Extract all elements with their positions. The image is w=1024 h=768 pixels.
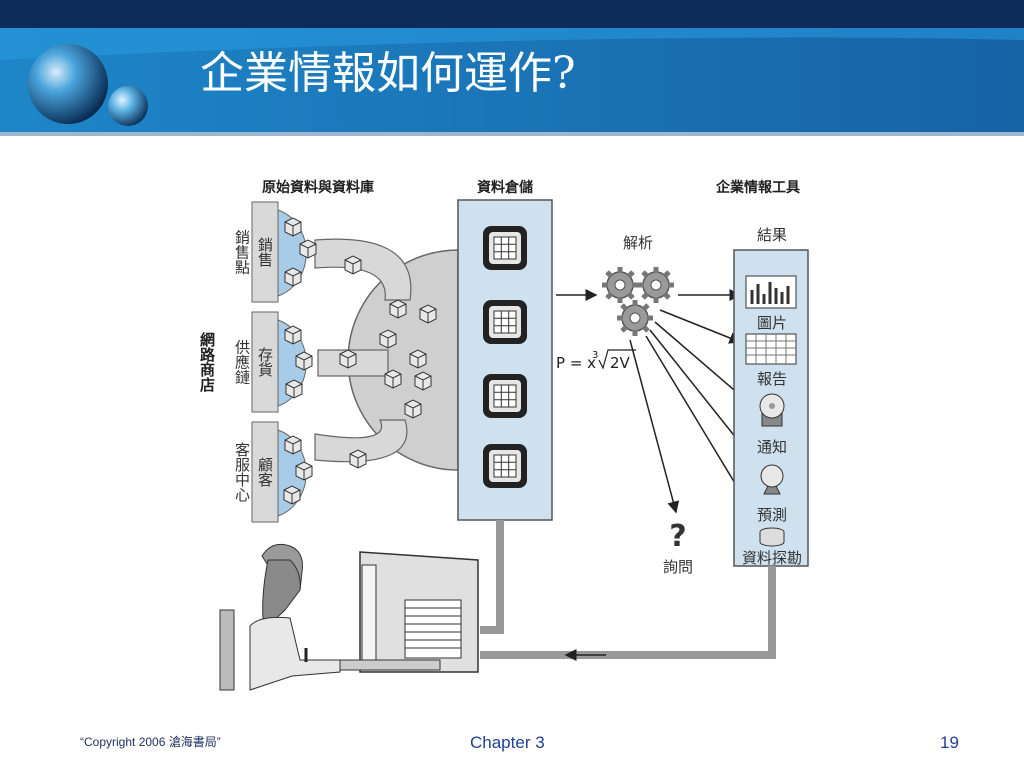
flow-arrow [659, 309, 742, 344]
formula-lhs: P = x [556, 354, 596, 372]
bar-chart-icon [745, 275, 797, 309]
warehouse-db-icon [482, 373, 528, 419]
header-banner: 企業情報如何運作? [0, 0, 1024, 140]
results-label: 結果 [757, 226, 787, 244]
warehouse-link-pipe [480, 520, 504, 634]
warehouse-db-icon [482, 443, 528, 489]
globe-orb-large [28, 44, 108, 124]
header-swoosh [0, 28, 1024, 60]
user-person-illustration [219, 543, 341, 691]
flow-arrow [629, 339, 680, 514]
output-mining-label: 資料探勘 [742, 549, 802, 567]
source-outer-label: 銷售點 [233, 230, 251, 275]
source-inner-label: 存貨 [256, 347, 274, 377]
alert-disc-icon [759, 393, 785, 427]
tools-link-pipe [480, 566, 776, 659]
formula-radicand: 2V [610, 354, 631, 372]
gear-icon [617, 300, 653, 336]
question-mark-icon: ? [669, 519, 686, 554]
source-outer-label: 供應鏈 [233, 340, 251, 386]
analysis-label: 解析 [623, 234, 653, 252]
sources-heading: 原始資料與資料庫 [262, 179, 374, 196]
output-charts-label: 圖片 [757, 314, 787, 332]
tools-heading: 企業情報工具 [715, 179, 800, 196]
globe-orb-small [108, 86, 148, 126]
output-forecast-label: 預測 [757, 506, 787, 524]
gear-icon [638, 267, 674, 303]
header-top-band [0, 0, 1024, 28]
query-label: 詢問 [663, 558, 693, 576]
crystal-ball-icon [760, 464, 784, 495]
slide-title: 企業情報如何運作? [200, 48, 576, 99]
pipe-top [314, 238, 412, 301]
chapter-label: Chapter 3 [470, 733, 545, 752]
source-inner-label: 銷售 [256, 237, 274, 267]
web-store-label: 網路商店 [198, 331, 216, 393]
pipe-bottom [314, 419, 408, 463]
computer-terminal [329, 551, 479, 673]
header-divider [0, 132, 1024, 136]
warehouse-db-icon [482, 225, 528, 271]
output-reports-label: 報告 [757, 370, 787, 388]
copyright-notice: “Copyright 2006 滄海書局” [80, 735, 221, 749]
header-graphic [0, 0, 1024, 136]
report-grid-icon [745, 333, 797, 365]
page-number: 19 [940, 733, 959, 752]
warehouse-db-icon [482, 299, 528, 345]
output-alerts-label: 通知 [757, 438, 787, 456]
warehouse-heading: 資料倉儲 [477, 179, 533, 196]
source-unit-sales: 銷售點 銷售 [233, 201, 307, 303]
source-inner-label: 顧客 [256, 457, 274, 487]
source-outer-label: 客服中心 [233, 442, 251, 502]
formula-exponent: 3 [592, 350, 598, 361]
data-mining-icon [759, 527, 785, 547]
formula: P = x 3 2V [556, 349, 636, 372]
gear-icon [602, 267, 638, 303]
